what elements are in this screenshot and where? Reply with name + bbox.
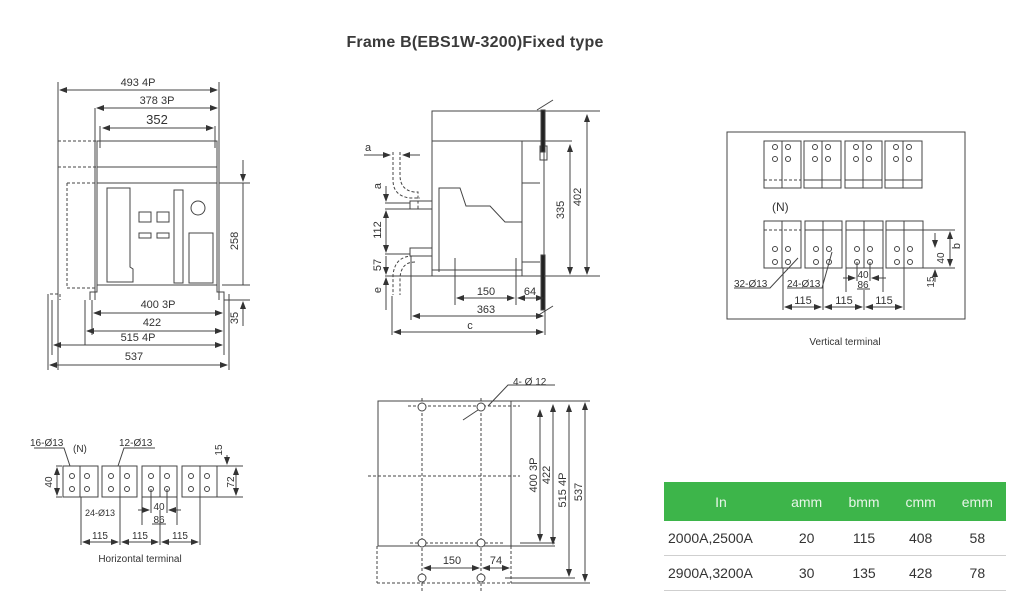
ht-pitch-1: 115 [92,531,108,542]
cell-in: 2000A,2500A [664,521,778,556]
vt-dim-40: 40 [857,270,869,281]
dim-335: 335 [555,201,567,219]
cell-a: 30 [778,555,836,591]
vt-pitch-1: 115 [794,295,812,307]
vertical-terminal [726,131,966,320]
ht-holes-24: 24-Ø13 [85,508,115,518]
vt-holes-32: 32-Ø13 [734,279,768,290]
vt-pitch-2: 115 [835,295,853,307]
vt-dim-40v: 40 [936,252,947,264]
col-in: In [664,482,778,521]
ht-dim-72: 72 [226,476,237,488]
vt-caption: Vertical terminal [809,337,880,348]
ht-neutral-label: (N) [73,444,87,455]
cell-b: 115 [835,521,893,556]
dim-493-4p: 493 4P [121,77,156,89]
dim-363: 363 [477,304,495,316]
mv-dim-515: 515 4P [557,473,569,508]
vt-dim-b: b [951,243,963,249]
dim-112: 112 [372,221,384,239]
dim-422: 422 [143,317,161,329]
dim-a-side: a [372,182,384,189]
dim-57: 57 [372,259,384,271]
table-row: 2000A,2500A 20 115 408 58 [664,521,1006,556]
ht-dim-15: 15 [214,444,225,456]
ht-holes-16: 16-Ø13 [30,438,64,449]
dim-64: 64 [524,286,536,298]
page-title: Frame B(EBS1W-3200)Fixed type [346,34,604,51]
vt-pitch-3: 115 [875,295,893,307]
horizontal-terminal [34,447,243,545]
dim-150: 150 [477,286,495,298]
mv-dim-400: 400 3P [528,458,540,493]
cell-a: 20 [778,521,836,556]
vt-dim-15: 15 [926,276,937,288]
mv-holes: 4- Ø 12 [513,377,547,388]
col-bmm: bmm [835,482,893,521]
dim-352: 352 [146,112,168,127]
spec-table: In amm bmm cmm emm 2000A,2500A 20 115 40… [664,482,1006,591]
dim-c: c [467,320,473,332]
col-amm: amm [778,482,836,521]
dim-400-3p: 400 3P [141,299,176,311]
ht-pitch-3: 115 [172,531,188,542]
vt-holes-24: 24-Ø13 [787,279,821,290]
front-view [47,82,250,370]
dim-a-top: a [365,142,372,154]
side-view [364,99,600,335]
ht-dim-40: 40 [44,476,55,488]
table-row: 2900A,3200A 30 135 428 78 [664,555,1006,591]
mv-dim-150: 150 [443,555,461,567]
col-cmm: cmm [892,482,949,521]
mounting-view [368,384,590,592]
dim-402: 402 [572,188,584,206]
vt-dim-86: 86 [857,280,869,291]
ht-pitch-2: 115 [132,531,148,542]
ht-dim-40h: 40 [153,502,165,513]
mv-dim-537: 537 [573,483,585,501]
cell-e: 78 [948,555,1006,591]
cell-e: 58 [948,521,1006,556]
ht-caption: Horizontal terminal [98,554,181,565]
dim-537: 537 [125,351,143,363]
dim-515-4p: 515 4P [121,332,156,344]
cell-c: 428 [892,555,949,591]
mv-dim-422: 422 [541,466,553,484]
mv-dim-74: 74 [490,555,502,567]
cell-c: 408 [892,521,949,556]
col-emm: emm [948,482,1006,521]
vt-neutral-label: (N) [772,200,789,214]
dim-258: 258 [229,232,241,250]
cell-in: 2900A,3200A [664,555,778,591]
dim-35: 35 [229,312,241,324]
spec-table-header: In amm bmm cmm emm [664,482,1006,521]
ht-dim-86: 86 [153,515,165,526]
cell-b: 135 [835,555,893,591]
dim-378-3p: 378 3P [140,95,175,107]
dim-e: e [372,287,384,293]
ht-holes-12: 12-Ø13 [119,438,153,449]
